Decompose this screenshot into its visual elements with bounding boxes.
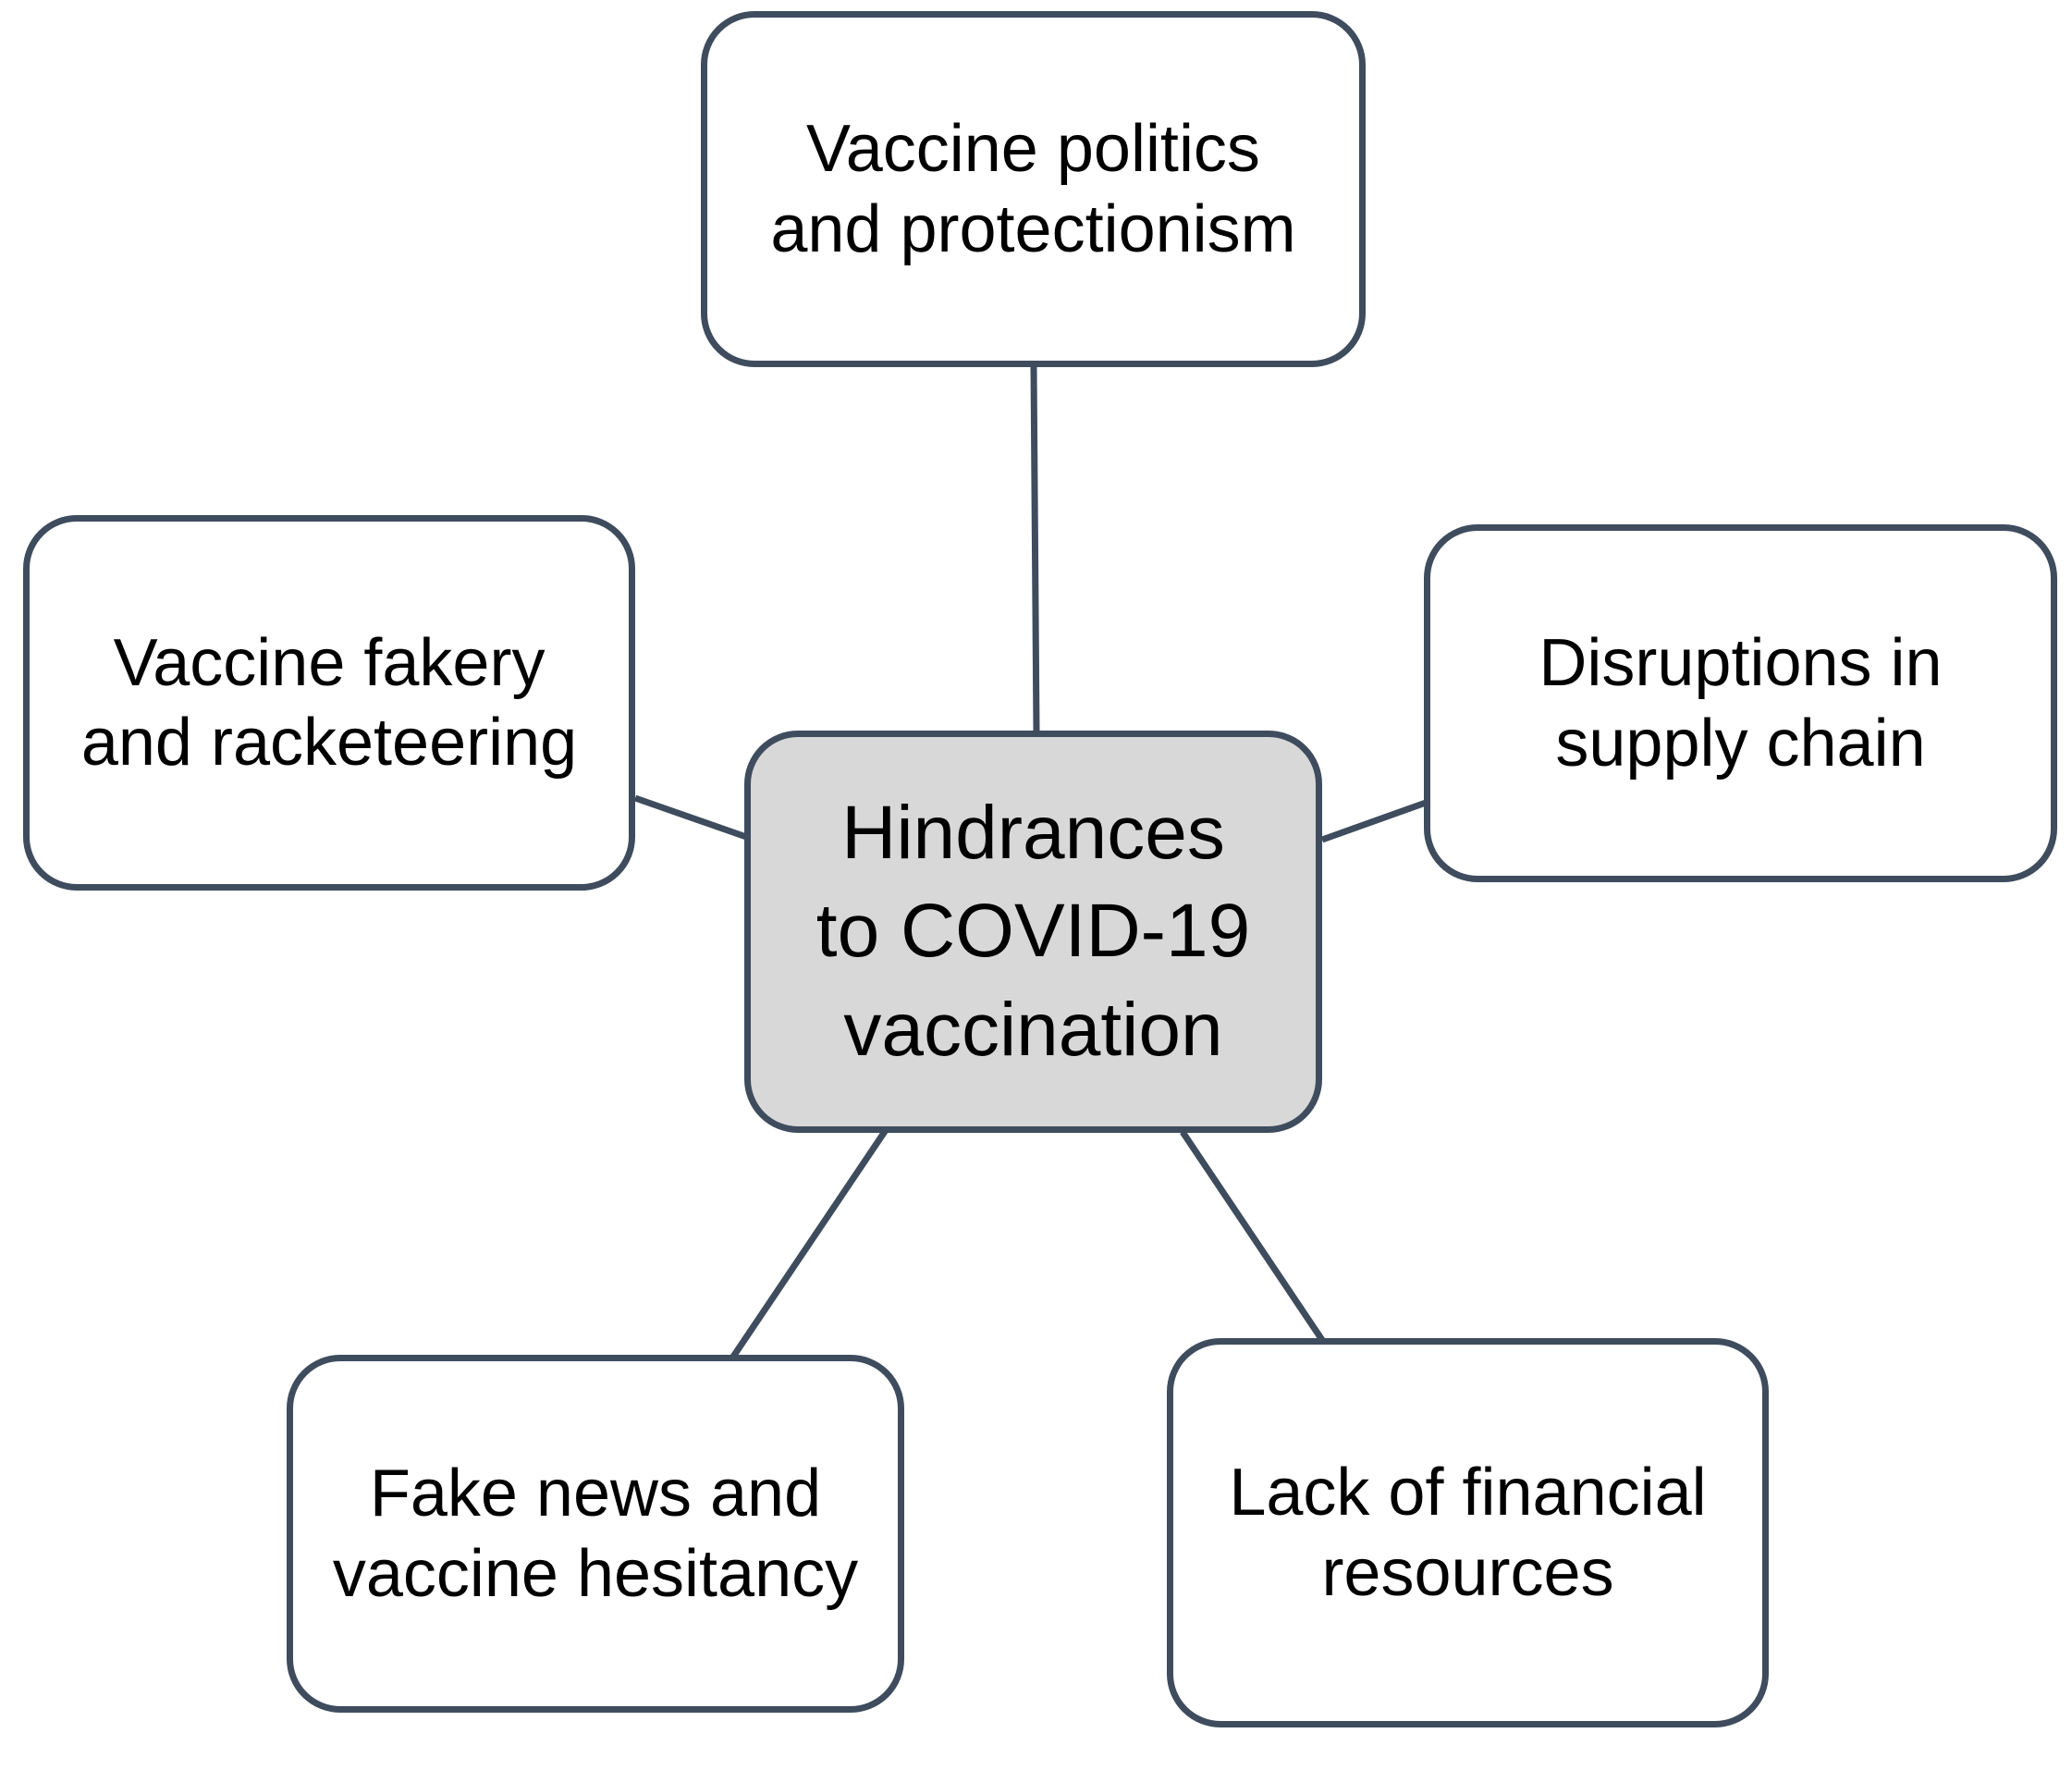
node-vaccine-politics: Vaccine politics and protectionism bbox=[701, 11, 1366, 367]
node-hindrances-center: Hindrances to COVID-19 vaccination bbox=[744, 731, 1322, 1133]
node-supply-chain-disruptions: Disruptions in supply chain bbox=[1424, 524, 2057, 882]
node-hindrances-center-label: Hindrances to COVID-19 vaccination bbox=[815, 790, 1251, 1072]
node-vaccine-fakery-label: Vaccine fakery and racketeering bbox=[80, 625, 578, 780]
node-vaccine-politics-label: Vaccine politics and protectionism bbox=[770, 112, 1296, 266]
connector-center-to-left bbox=[633, 794, 751, 842]
connector-center-to-bottom-left bbox=[730, 1128, 889, 1358]
node-supply-chain-disruptions-label: Disruptions in supply chain bbox=[1539, 626, 1943, 781]
connector-center-to-bottom-right bbox=[1180, 1130, 1325, 1342]
node-lack-financial-resources-label: Lack of financial resources bbox=[1229, 1456, 1707, 1610]
node-fake-news-label: Fake news and vaccine hesitancy bbox=[332, 1457, 859, 1611]
node-lack-financial-resources: Lack of financial resources bbox=[1167, 1338, 1769, 1727]
node-vaccine-fakery: Vaccine fakery and racketeering bbox=[23, 515, 635, 891]
connector-center-to-top bbox=[1030, 366, 1040, 733]
connector-center-to-right bbox=[1320, 799, 1428, 843]
node-fake-news: Fake news and vaccine hesitancy bbox=[287, 1355, 904, 1713]
